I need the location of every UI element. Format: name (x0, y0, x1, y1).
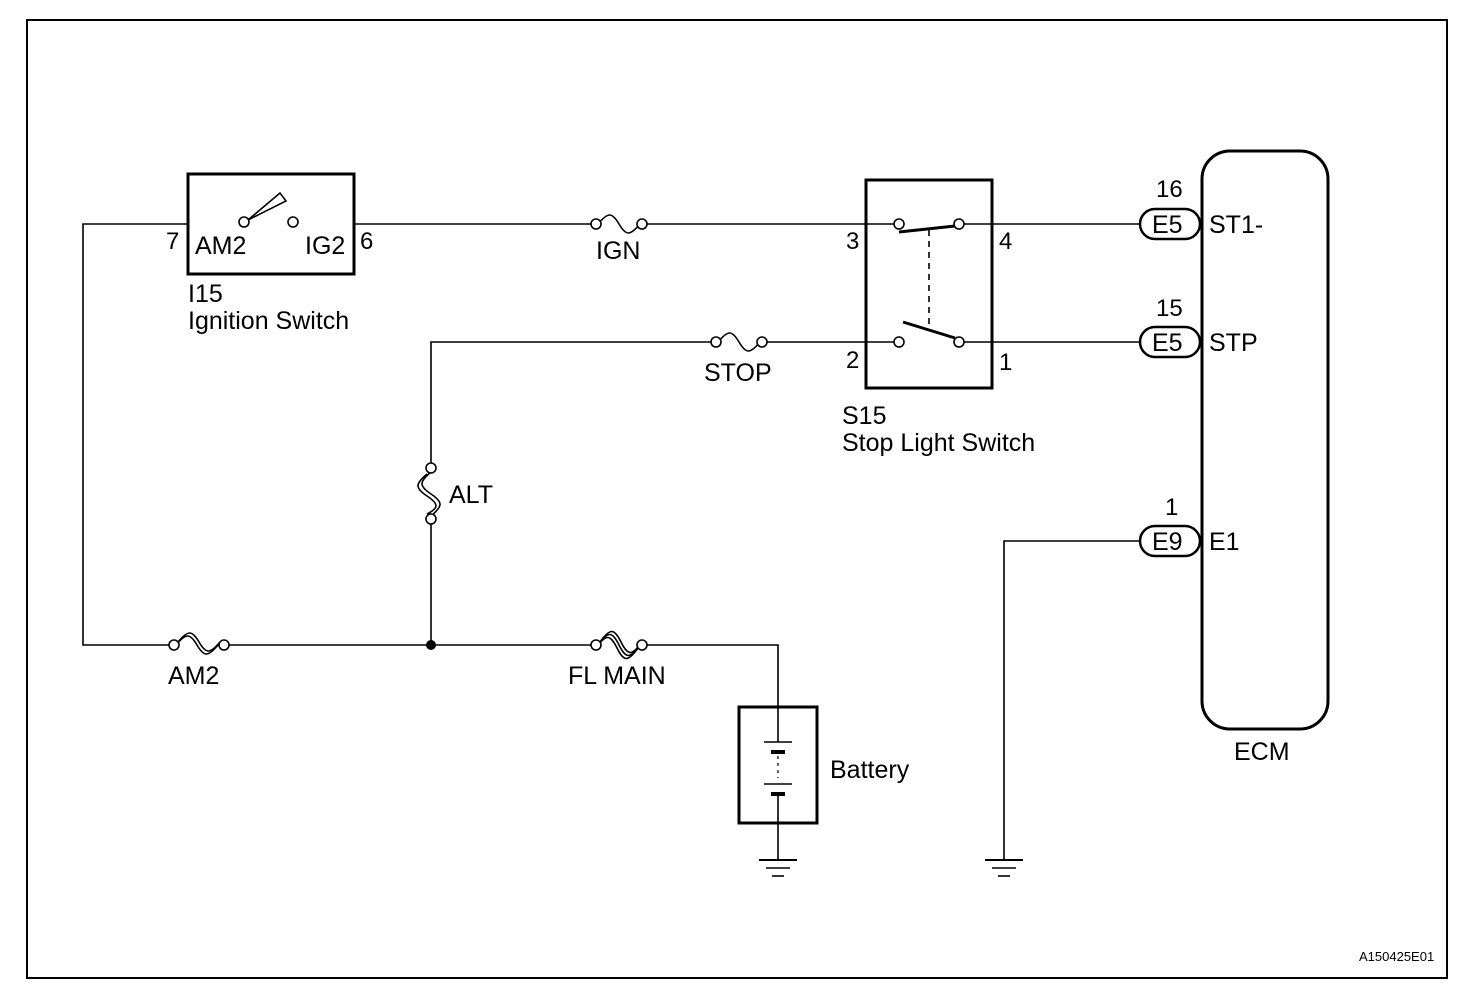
battery: Battery (737, 705, 910, 825)
wire-am2-feed (82, 223, 188, 646)
ignition-switch-code: I15 (188, 280, 223, 308)
ignition-term-am2: AM2 (195, 232, 246, 260)
ecm-connector-e1 (1138, 524, 1202, 558)
battery-label: Battery (830, 756, 910, 784)
ecm-connector-stp-pin: 15 (1156, 295, 1183, 322)
stop-light-switch-box (864, 178, 994, 390)
ecm-signal-e1: E1 (1209, 528, 1240, 556)
fuse-alt-icon (421, 471, 441, 517)
s15-pin-2: 2 (846, 347, 859, 374)
wire-flmain-to-battery (646, 644, 779, 707)
ecm-label: ECM (1234, 738, 1290, 766)
fuse-stop: STOP (704, 332, 772, 387)
wire-e1-ground (1003, 540, 1140, 860)
document-id: A150425E01 (1359, 949, 1434, 964)
ecm-connector-e1-code: E9 (1152, 528, 1183, 556)
ignition-switch-box (186, 172, 356, 276)
fuse-alt: ALT (417, 462, 493, 525)
ecm-connector-e1-pin: 1 (1165, 494, 1178, 521)
ground-battery-icon (759, 859, 797, 877)
ignition-switch: 7 AM2 IG2 6 I15 Ignition Switch (166, 172, 373, 335)
fuse-am2-label: AM2 (168, 662, 219, 690)
ecm: ECM E5 16 ST1- E5 15 STP E9 1 E1 (1138, 149, 1330, 766)
fuse-ign-label: IGN (596, 237, 640, 265)
diagram-frame (26, 19, 1448, 979)
ecm-connector-stp-code: E5 (1152, 329, 1183, 357)
stop-light-switch: 3 4 2 1 S15 Stop Light Switch (842, 178, 1035, 457)
ecm-signal-st1: ST1- (1209, 211, 1263, 239)
s15-lower-contact (902, 320, 956, 340)
fuse-fl-main-label: FL MAIN (568, 662, 666, 690)
fuse-stop-label: STOP (704, 359, 772, 387)
ecm-connector-st1 (1138, 207, 1202, 241)
wire-alt-to-stop (430, 341, 712, 467)
ignition-pin-left: 7 (166, 228, 179, 255)
ignition-switch-lever-icon (247, 191, 288, 221)
s15-name: Stop Light Switch (842, 429, 1035, 457)
fuse-ign: IGN (590, 214, 648, 265)
s15-code: S15 (842, 402, 886, 430)
wire-junction-dot (426, 640, 436, 650)
fuse-am2-icon (175, 635, 219, 655)
fuse-am2: AM2 (168, 632, 230, 690)
ecm-connector-stp (1138, 325, 1202, 359)
s15-upper-contact (898, 224, 956, 234)
ecm-connector-st1-pin: 16 (1156, 176, 1183, 203)
wires (82, 223, 1140, 860)
ecm-signal-stp: STP (1209, 329, 1258, 357)
fuse-alt-label: ALT (449, 481, 493, 509)
fuse-fl-main: FL MAIN (568, 630, 666, 690)
ecm-box (1200, 149, 1330, 731)
ground-ecm-icon (985, 859, 1023, 877)
s15-pin-4: 4 (999, 228, 1012, 255)
ignition-term-ig2: IG2 (305, 232, 345, 260)
s15-pin-3: 3 (846, 228, 859, 255)
fuse-stop-icon (717, 332, 761, 352)
s15-pin-1: 1 (999, 349, 1012, 376)
fuse-ign-icon (597, 214, 641, 234)
ecm-connector-st1-code: E5 (1152, 211, 1183, 239)
ignition-switch-name: Ignition Switch (188, 307, 349, 335)
ignition-pin-right: 6 (360, 228, 373, 255)
